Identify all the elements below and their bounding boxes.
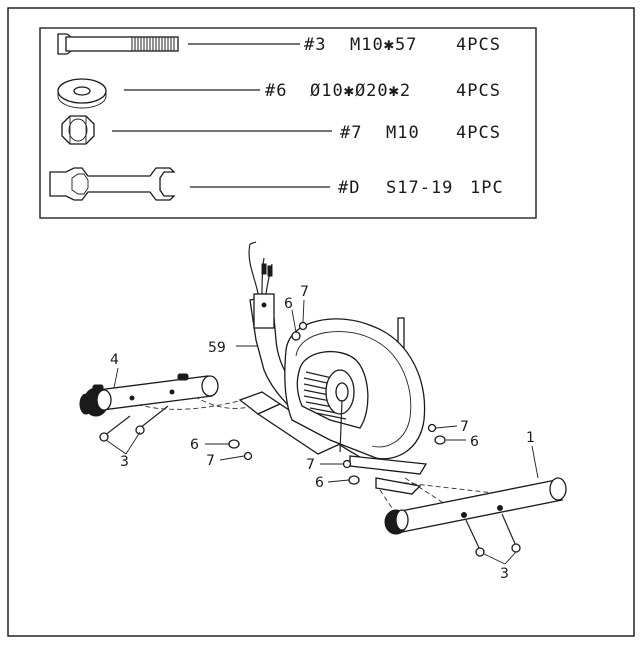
- callout-numbers: 4 59 3 6 7 6 7 7 6 7 6 1 3: [110, 284, 535, 582]
- hw-code: #7: [340, 123, 362, 143]
- hw-spec: M10: [386, 123, 420, 143]
- hw-spec: Ø10✱Ø20✱2: [310, 81, 411, 101]
- callout-bolt-right: 3: [500, 566, 509, 582]
- hw-qty: 1PC: [470, 178, 504, 198]
- washer-icon: [57, 78, 107, 109]
- hw-qty: 4PCS: [456, 81, 501, 101]
- callout-washer-top: 6: [284, 296, 293, 312]
- callout-nut-mid-left: 7: [206, 453, 215, 469]
- hardware-row-nut: #7 M10 4PCS: [61, 115, 501, 145]
- hw-qty: 4PCS: [456, 123, 501, 143]
- hw-code: #6: [265, 81, 287, 101]
- hardware-box: #3 M10✱57 4PCS #6 Ø10✱Ø20✱2 4PCS: [39, 27, 537, 219]
- callout-main-frame: 59: [208, 340, 226, 356]
- hw-spec: M10✱57: [350, 35, 417, 55]
- callout-leaders: [113, 299, 539, 483]
- callout-nut-top: 7: [300, 284, 309, 300]
- callout-nut-mid-center: 7: [306, 457, 315, 473]
- page-border: [7, 7, 635, 637]
- callout-nut-right: 7: [460, 419, 469, 435]
- hardware-row-bolt: #3 M10✱57 4PCS: [57, 33, 501, 55]
- callout-rear-stabilizer: 1: [526, 430, 535, 446]
- hardware-row-washer: #6 Ø10✱Ø20✱2 4PCS: [57, 78, 501, 109]
- flywheel-cover: [284, 318, 428, 495]
- bolt-pair-right: [465, 513, 521, 565]
- hw-code: #D: [338, 178, 360, 198]
- callout-washer-mid-left: 6: [190, 437, 199, 453]
- callout-washer-right: 6: [470, 434, 479, 450]
- hw-spec: S17-19: [386, 178, 453, 198]
- bolt-icon: [57, 33, 179, 55]
- hardware-box-frame: [39, 27, 537, 219]
- hw-code: #3: [304, 35, 326, 55]
- front-stabilizer: [79, 373, 219, 417]
- callout-front-stabilizer: 4: [110, 352, 119, 368]
- callout-washer-mid-center: 6: [315, 475, 324, 491]
- callout-bolt-left: 3: [120, 454, 129, 470]
- rear-stabilizer: [384, 477, 567, 535]
- wrench-icon: [49, 167, 176, 201]
- nut-icon: [61, 115, 95, 145]
- assembly-drawing: 4 59 3 6 7 6 7 7 6 7 6 1 3: [79, 241, 567, 582]
- hardware-row-wrench: #D S17-19 1PC: [49, 167, 504, 201]
- bolt-pair-left: [99, 405, 169, 455]
- hw-qty: 4PCS: [456, 35, 501, 55]
